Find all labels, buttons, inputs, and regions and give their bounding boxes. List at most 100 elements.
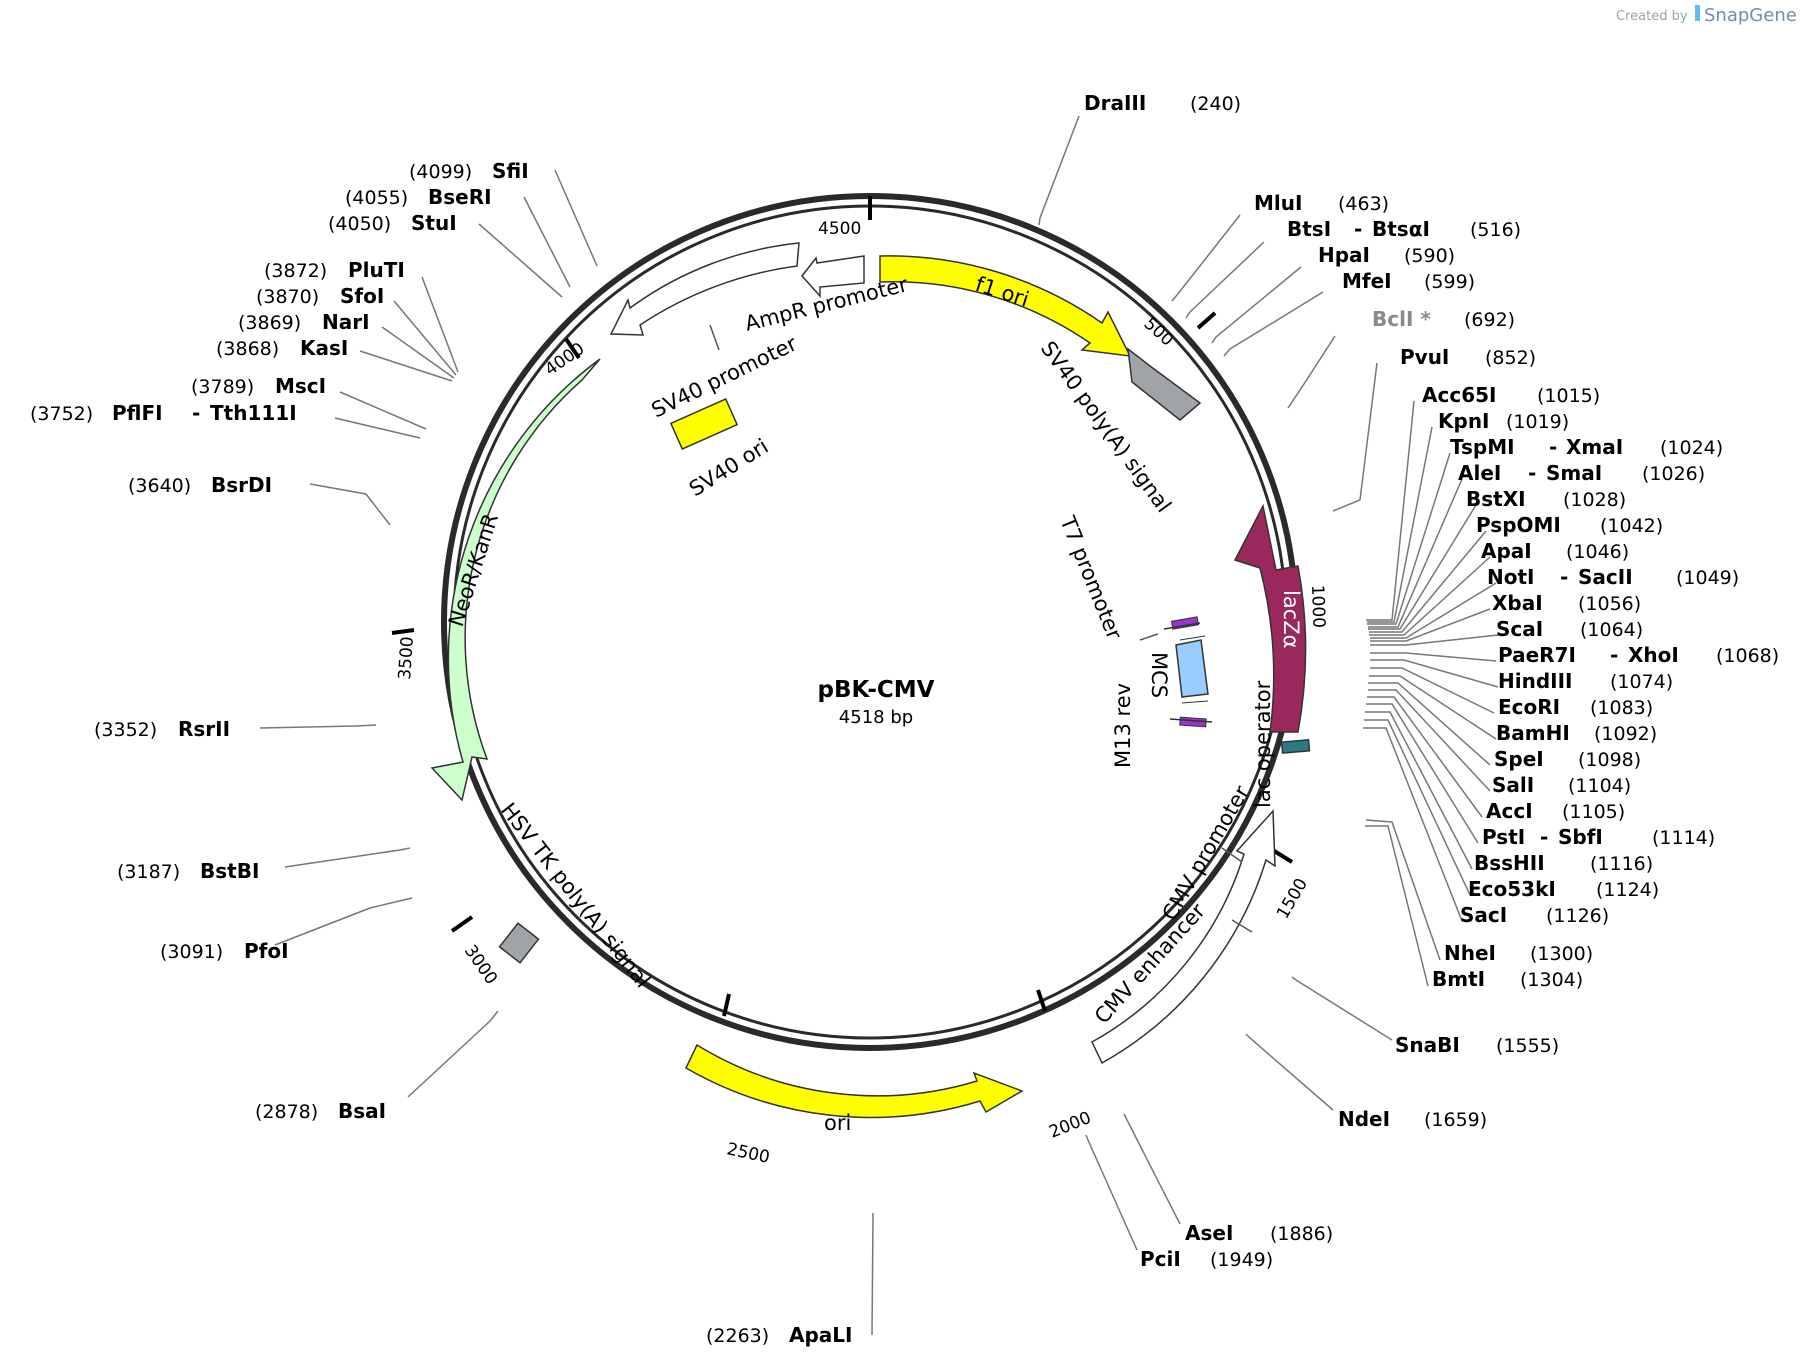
site-name: KasI	[300, 336, 348, 360]
site-pos: (1068)	[1716, 645, 1779, 667]
site-kasi[interactable]: (3868) KasI	[216, 336, 348, 360]
m13-rev-label: M13 rev	[1111, 683, 1135, 768]
site-sali[interactable]: SalI (1104)	[1492, 773, 1631, 797]
site-name-2: SbfI	[1558, 825, 1603, 849]
site-hpai[interactable]: HpaI (590)	[1318, 243, 1455, 267]
sv40-ori-label: SV40 ori	[685, 434, 773, 501]
site-kpni[interactable]: KpnI (1019)	[1438, 409, 1569, 433]
site-name: MscI	[275, 374, 326, 398]
site-bsshii[interactable]: BssHII (1116)	[1474, 851, 1653, 875]
site-name: SalI	[1492, 773, 1534, 797]
site-pvui[interactable]: PvuI (852)	[1400, 345, 1536, 369]
site-alei-smai[interactable]: AleI - SmaI (1026)	[1458, 461, 1705, 485]
site-msci[interactable]: (3789) MscI	[191, 374, 326, 398]
mcs-box[interactable]	[1175, 639, 1209, 698]
site-pos: (3640)	[128, 475, 191, 497]
site-pos: (3752)	[30, 403, 93, 425]
site-mfei[interactable]: MfeI (599)	[1342, 269, 1475, 293]
site-bcli[interactable]: BclI * (692)	[1372, 307, 1515, 331]
site-xbai[interactable]: XbaI (1056)	[1492, 591, 1641, 615]
site-pos: (590)	[1404, 245, 1455, 267]
ori-arrow[interactable]	[685, 1043, 1024, 1119]
site-bamhi[interactable]: BamHI (1092)	[1496, 721, 1657, 745]
site-pos: (1304)	[1520, 969, 1583, 991]
site-scai[interactable]: ScaI (1064)	[1496, 617, 1643, 641]
sv40-promoter-arrow[interactable]	[609, 242, 800, 336]
lac-operator-box[interactable]	[1280, 738, 1311, 754]
site-pspomi[interactable]: PspOMI (1042)	[1476, 513, 1663, 537]
tick-label-4500: 4500	[818, 219, 861, 239]
site-psti-sbfi[interactable]: PstI - SbfI (1114)	[1482, 825, 1715, 849]
site-pluti[interactable]: (3872) PluTI	[264, 258, 405, 282]
site-bmti[interactable]: BmtI (1304)	[1432, 967, 1583, 991]
site-name: SfoI	[340, 284, 384, 308]
site-rsrii[interactable]: (3352) RsrII	[94, 717, 230, 741]
site-apai[interactable]: ApaI (1046)	[1481, 539, 1629, 563]
sv40-polya-signal-box[interactable]	[1127, 347, 1202, 421]
site-name-2: SacII	[1578, 565, 1633, 589]
site-eco53ki[interactable]: Eco53kI (1124)	[1468, 877, 1659, 901]
site-sfii[interactable]: (4099) SfiI	[409, 159, 529, 183]
site-tspmi-xmai[interactable]: TspMI - XmaI (1024)	[1450, 435, 1723, 459]
site-pos: (1046)	[1566, 541, 1629, 563]
lacz-alpha-label: lacZα	[1279, 590, 1303, 648]
f1-ori-arrow[interactable]	[879, 255, 1132, 357]
site-pfoi[interactable]: (3091) PfoI	[160, 939, 289, 963]
site-name: PfoI	[244, 939, 289, 963]
site-name: MluI	[1254, 191, 1302, 215]
site-pcii[interactable]: PciI (1949)	[1140, 1247, 1273, 1271]
ampr-promoter-arrow[interactable]	[801, 255, 865, 298]
site-mlui[interactable]: MluI (463)	[1254, 191, 1389, 215]
site-bseri[interactable]: (4055) BseRI	[345, 185, 492, 209]
site-snabi[interactable]: SnaBI (1555)	[1395, 1033, 1559, 1057]
site-apali[interactable]: (2263) ApaLI	[706, 1323, 852, 1347]
site-bstbi[interactable]: (3187) BstBI	[117, 859, 259, 883]
site-name: PspOMI	[1476, 513, 1561, 537]
cmv-arrow[interactable]	[1091, 809, 1276, 1065]
hsv-tk-polya-signal-box[interactable]	[498, 922, 540, 964]
site-name: TspMI	[1450, 435, 1515, 459]
site-name: MfeI	[1342, 269, 1392, 293]
sv40-ori-box[interactable]	[669, 398, 739, 450]
site-name-2: Tth111I	[210, 401, 297, 425]
sv40-polya-signal-label: SV40 poly(A) signal	[1036, 337, 1176, 517]
lac-operator-label: lac operator	[1251, 680, 1275, 808]
site-name: EcoRI	[1498, 695, 1560, 719]
site-spei[interactable]: SpeI (1098)	[1494, 747, 1641, 771]
site-ecori[interactable]: EcoRI (1083)	[1498, 695, 1653, 719]
tick-3000	[450, 915, 474, 933]
site-name: Eco53kI	[1468, 877, 1556, 901]
right-site-leaders	[1038, 115, 1499, 1251]
site-bsrdi[interactable]: (3640) BsrDI	[128, 473, 272, 497]
site-noti-sacii[interactable]: NotI - SacII (1049)	[1487, 565, 1739, 589]
site-sfoi[interactable]: (3870) SfoI	[256, 284, 384, 308]
site-pos: (852)	[1485, 347, 1536, 369]
site-name-sep: -	[1540, 825, 1548, 849]
site-nhei[interactable]: NheI (1300)	[1444, 941, 1593, 965]
site-hindiii[interactable]: HindIII (1074)	[1498, 669, 1673, 693]
site-saci[interactable]: SacI (1126)	[1460, 903, 1609, 927]
site-asei[interactable]: AseI (1886)	[1185, 1221, 1333, 1245]
site-pos: (1949)	[1210, 1249, 1273, 1271]
tick-2000	[1036, 989, 1047, 1012]
site-pos: (1026)	[1642, 463, 1705, 485]
mcs-bottom-line	[1181, 700, 1209, 704]
site-pos: (1015)	[1537, 385, 1600, 407]
sv40-promoter-leader	[709, 324, 720, 351]
site-bstxi[interactable]: BstXI (1028)	[1466, 487, 1626, 511]
site-nari[interactable]: (3869) NarI	[238, 310, 370, 334]
site-name: PciI	[1140, 1247, 1181, 1271]
lacz-alpha-arrow[interactable]	[1233, 503, 1307, 733]
site-pflfi-tth111i[interactable]: (3752) PflFI - Tth111I	[30, 401, 297, 425]
left-sites: (4099) SfiI (4055) BseRI (4050) StuI (38…	[30, 159, 852, 1347]
site-stui[interactable]: (4050) StuI	[328, 211, 457, 235]
site-pos: (3870)	[256, 286, 319, 308]
site-btsi-btsai[interactable]: BtsI - BtsαI (516)	[1287, 217, 1521, 241]
site-ndei[interactable]: NdeI (1659)	[1338, 1107, 1487, 1131]
neor-kanr-arrow[interactable]	[430, 358, 601, 802]
site-acci[interactable]: AccI (1105)	[1486, 799, 1625, 823]
site-bsai[interactable]: (2878) BsaI	[255, 1099, 386, 1123]
site-draiii[interactable]: DraIII (240)	[1084, 91, 1241, 115]
site-paer7i-xhoi[interactable]: PaeR7I - XhoI (1068)	[1498, 643, 1779, 667]
site-acc65i[interactable]: Acc65I (1015)	[1422, 383, 1600, 407]
